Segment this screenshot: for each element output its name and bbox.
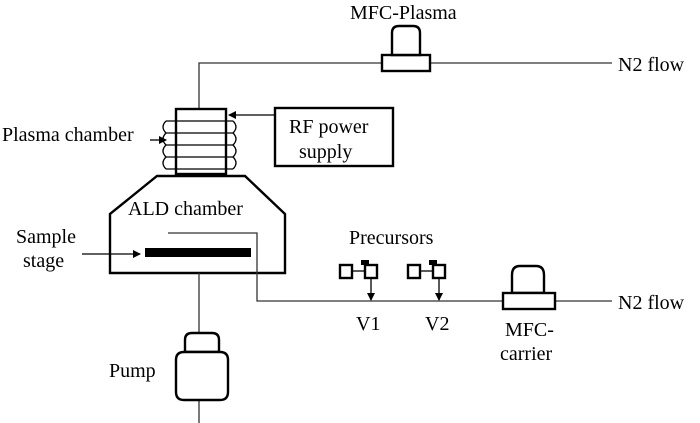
mfc-carrier-icon (501, 264, 557, 311)
rf-power-supply (273, 106, 395, 168)
mfc-carrier-label-2: carrier (500, 343, 553, 365)
valve-v1-icon (338, 260, 379, 301)
precursors-label: Precursors (349, 227, 434, 249)
pump-label: Pump (109, 360, 156, 382)
sample-stage (145, 248, 251, 257)
carrier-gas-line (168, 232, 612, 302)
v2-label: V2 (425, 313, 449, 335)
mfc-plasma-label: MFC-Plasma (350, 2, 457, 24)
rf-power-label-2: supply (299, 141, 352, 163)
ald-chamber-label: ALD chamber (128, 198, 243, 220)
plasma-chamber (174, 107, 228, 176)
n2-flow-bottom-label: N2 flow (618, 292, 685, 314)
mfc-carrier-label-1: MFC- (505, 319, 554, 341)
plasma-chamber-label: Plasma chamber (2, 124, 134, 146)
mfc-plasma-icon (380, 24, 432, 73)
rf-coil-icon (162, 120, 237, 170)
sample-stage-label-1: Sample (16, 226, 76, 248)
ald-chamber (108, 174, 287, 275)
plasma-gas-line (198, 62, 612, 120)
valve-v2-icon (406, 260, 447, 301)
n2-flow-top-label: N2 flow (618, 54, 685, 76)
rf-power-label-1: RF power (289, 116, 369, 138)
v1-label: V1 (356, 313, 380, 335)
pump-icon (174, 331, 230, 402)
sample-stage-label-2: stage (23, 250, 64, 272)
